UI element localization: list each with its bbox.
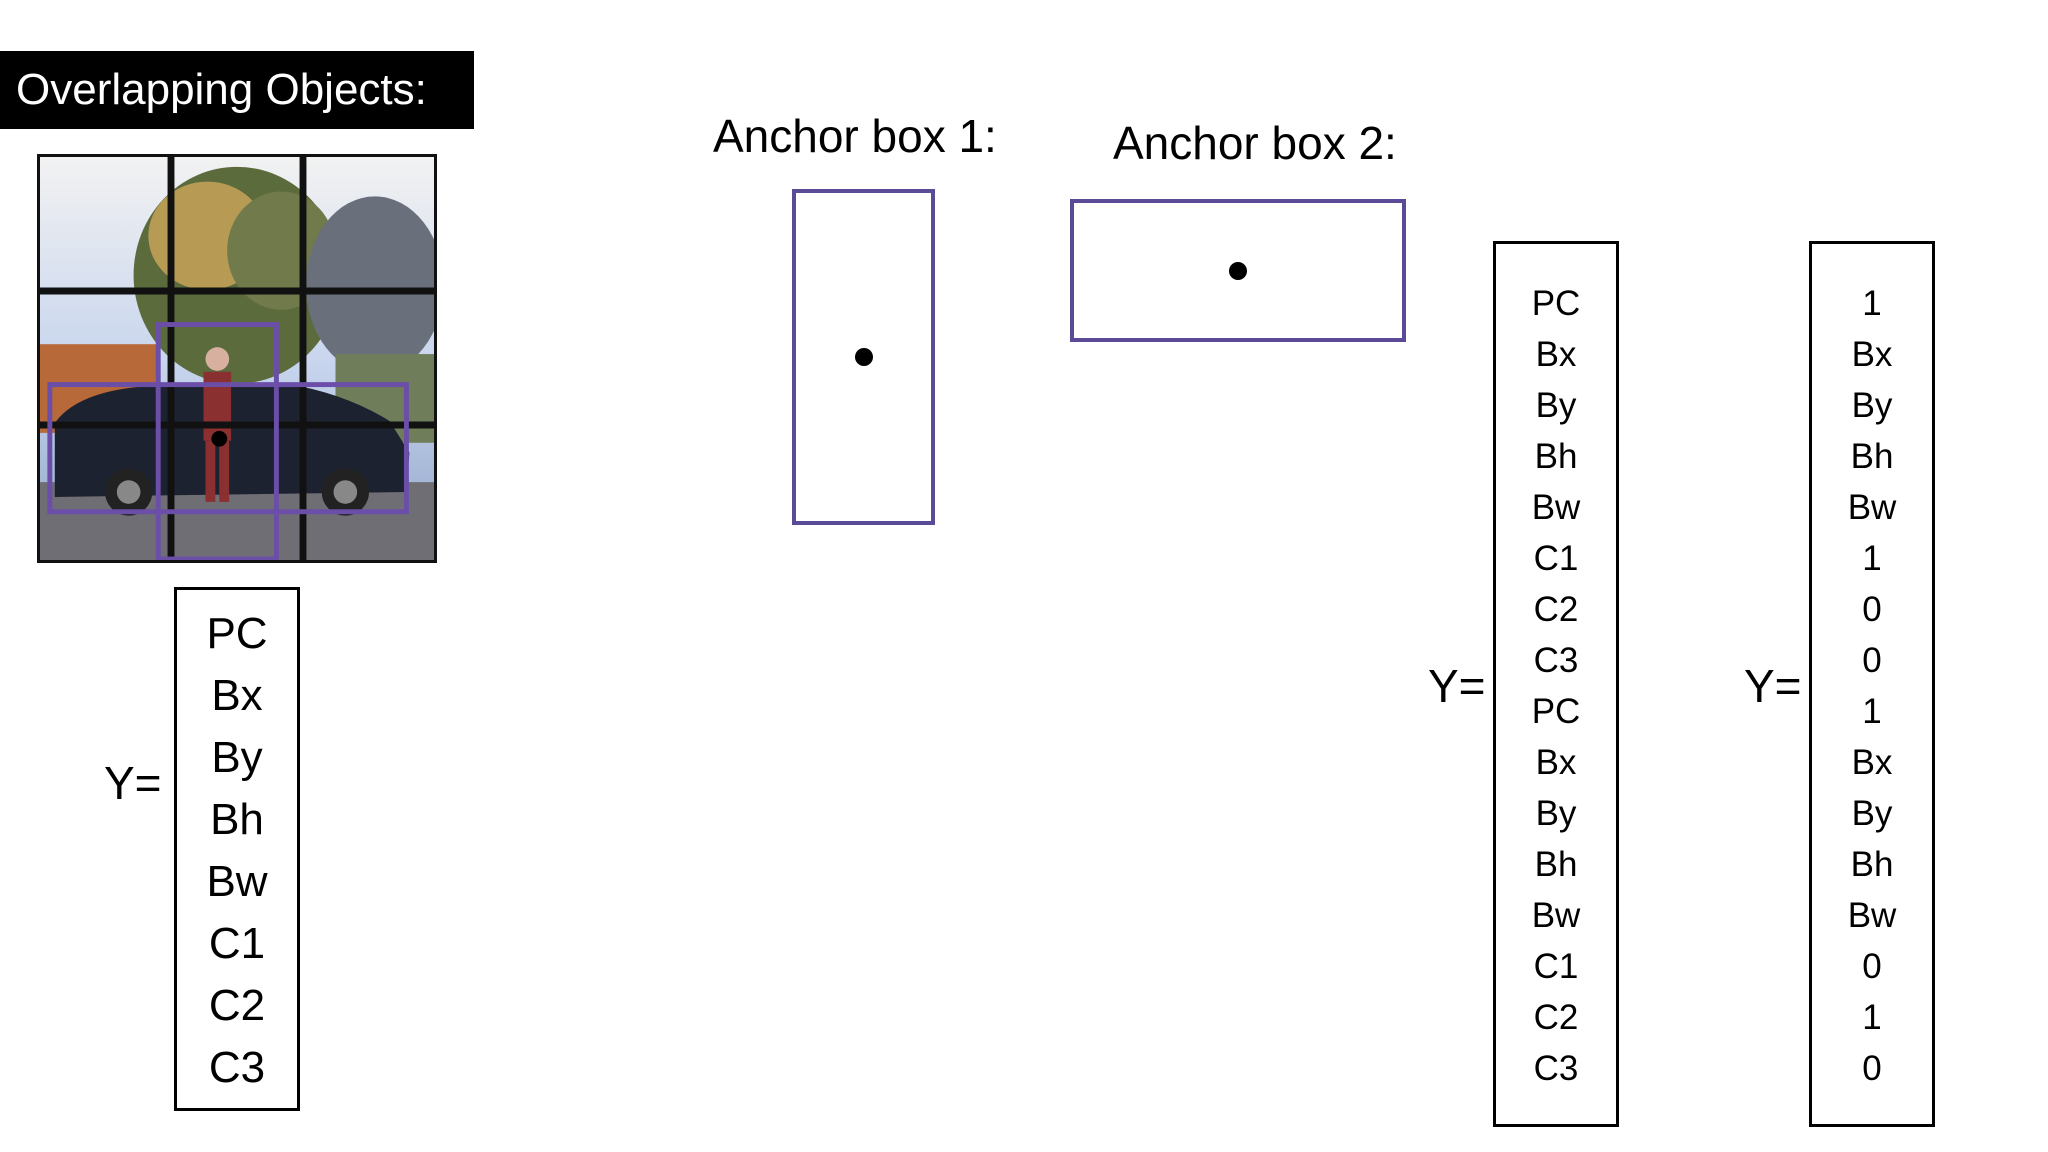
grid-photo [37,154,437,563]
vector-example-entry: Bh [1850,845,1894,884]
vector-example-entry: By [1851,386,1893,425]
vector-two-anchors-entry: C3 [1533,1049,1579,1088]
vector-example-entry: 0 [1862,947,1882,986]
vector-two-anchors-entry: PC [1531,692,1581,731]
y-label-single: Y= [104,757,162,809]
vector-two-anchors-entry: Bw [1531,896,1581,935]
y-label-example: Y= [1744,660,1802,712]
vector-two-anchors-entry: Bx [1535,335,1577,374]
vector-single-entry: Bx [211,671,263,720]
vector-example-entry: 1 [1862,284,1882,323]
vector-two-anchors-entry: PC [1531,284,1581,323]
vector-two-anchors-entry: Bw [1531,488,1581,527]
vector-example-entry: Bw [1847,896,1897,935]
vector-single-entry: C2 [208,981,266,1030]
vector-example-entry: 1 [1862,998,1882,1037]
vector-example-entry: Bw [1847,488,1897,527]
vector-example-entry: 0 [1862,641,1882,680]
vector-two-anchors-entry: C1 [1533,539,1579,578]
vector-single-entry: Bh [210,795,264,844]
anchor-box-1-center-dot [854,348,873,366]
slide-title: Overlapping Objects: [0,51,474,129]
vector-example-entry: 1 [1862,539,1882,578]
vector-example-entry: Bh [1850,437,1894,476]
vector-two-anchors-entry: Bh [1534,437,1578,476]
vector-single-entry: C3 [208,1043,266,1092]
vector-example-entry: 0 [1862,1049,1882,1088]
anchor-box-1-label: Anchor box 1: [713,110,997,162]
anchor-box-2 [1070,199,1406,342]
vector-example-entry: 0 [1862,590,1882,629]
vector-two-anchors-entry: C3 [1533,641,1579,680]
vector-example-entry: Bx [1851,743,1893,782]
vector-single-entry: Bw [206,857,268,906]
anchor-box-2-center-dot [1229,261,1247,280]
vector-single-entry: PC [206,609,268,658]
vector-example-entry: 1 [1862,692,1882,731]
vector-two-anchors-entry: C1 [1533,947,1579,986]
anchor-box-1 [792,189,935,525]
vector-two-anchors-entry: C2 [1533,590,1579,629]
vector-single-entry: By [211,733,263,782]
vector-single-entry: C1 [208,919,266,968]
vector-two-anchors-entry: By [1535,386,1577,425]
y-label-two-anchors: Y= [1428,660,1486,712]
vector-example-entry: Bx [1851,335,1893,374]
vector-two-anchors-entry: Bh [1534,845,1578,884]
vector-example-entry: By [1851,794,1893,833]
vector-two-anchors-entry: By [1535,794,1577,833]
anchor-box-2-label: Anchor box 2: [1113,117,1397,169]
photo-illustration [40,157,434,560]
vector-two-anchors-entry: Bx [1535,743,1577,782]
vector-two-anchors-entry: C2 [1533,998,1579,1037]
